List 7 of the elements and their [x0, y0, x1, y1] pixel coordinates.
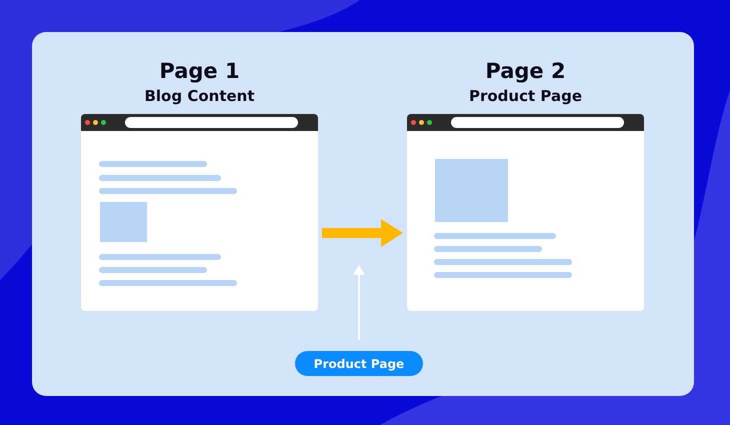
page-title: Page 1 [159, 58, 240, 84]
page-subtitle: Product Page [468, 86, 582, 106]
page-subtitle: Blog Content [144, 86, 255, 106]
label-pill: Product Page [295, 351, 423, 376]
arrow [322, 219, 403, 247]
page-title: Page 2 [485, 58, 566, 84]
arrow [353, 265, 365, 340]
